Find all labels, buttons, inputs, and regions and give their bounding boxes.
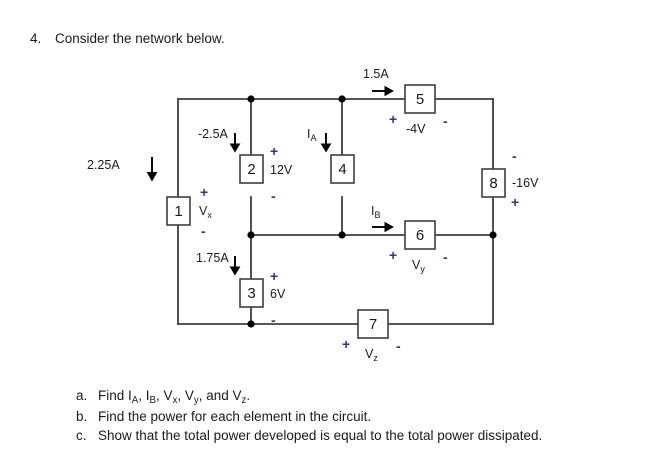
current-label-mid: IB (371, 204, 381, 220)
element-3-plus-sign: + (270, 268, 279, 284)
element-1-number: 1 (174, 203, 183, 220)
current-arrow-branch2 (229, 133, 241, 153)
question-part-b: b. Find the power for each element in th… (76, 407, 636, 426)
node-top-2 (247, 95, 255, 103)
question-prompt: Consider the network below. (55, 31, 225, 46)
part-c-text: Show that the total power developed is e… (98, 428, 543, 443)
element-8-minus-sign: - (512, 148, 517, 164)
current-arrow-mid (372, 221, 394, 233)
element-1-voltage-label: Vx (199, 204, 212, 220)
element-6-plus-sign: + (389, 247, 398, 263)
current-label-branch4: IA (307, 127, 317, 143)
current-arrow-branch4 (320, 133, 332, 153)
element-box-2 (239, 154, 264, 184)
element-box-7 (357, 309, 389, 339)
element-6-minus-sign: - (443, 249, 448, 265)
element-box-4 (330, 154, 355, 184)
element-3-voltage-label: 6V (270, 287, 286, 301)
node-mid-4 (338, 231, 346, 239)
junction-dots (247, 95, 497, 328)
element-8-number: 8 (489, 175, 498, 192)
element-box-1 (166, 196, 191, 226)
current-label-branch2: -2.5A (198, 127, 228, 141)
question-number: 4. (30, 31, 42, 46)
element-box-8 (481, 168, 506, 198)
current-label-source: 2.25A (87, 158, 120, 172)
element-3-minus-sign: - (271, 312, 276, 328)
node-mid-2 (247, 231, 255, 239)
element-5-voltage-label: -4V (406, 122, 426, 136)
element-2-minus-sign: - (271, 188, 276, 204)
element-6-voltage-label: Vy (412, 258, 425, 274)
element-2-voltage-label: 12V (270, 163, 293, 177)
part-b-marker: b. (76, 409, 88, 424)
element-4-number: 4 (338, 161, 347, 178)
question-part-a: a. Find IA, IB, Vx, Vy, and Vz. (76, 386, 636, 407)
element-2-plus-sign: + (270, 143, 279, 159)
element-3-number: 3 (247, 285, 256, 302)
current-arrow-source (146, 157, 158, 182)
element-box-3 (239, 278, 264, 308)
node-top-4 (338, 95, 346, 103)
element-5-minus-sign: - (443, 113, 448, 129)
current-arrow-branch3 (229, 256, 241, 276)
element-2-number: 2 (247, 161, 256, 178)
element-5-plus-sign: + (389, 111, 398, 127)
element-8-voltage-label: -16V (512, 176, 539, 190)
current-label-top: 1.5A (363, 67, 389, 81)
element-7-voltage-label: Vz (365, 347, 378, 363)
question-parts-list: a. Find IA, IB, Vx, Vy, and Vz. b. Find … (76, 386, 636, 445)
element-8-plus-sign: + (511, 194, 520, 210)
element-7-minus-sign: - (396, 338, 401, 354)
part-b-text: Find the power for each element in the c… (98, 409, 372, 424)
element-1-plus-sign: + (200, 184, 209, 200)
element-5-number: 5 (415, 91, 425, 108)
node-bottom-3 (247, 320, 255, 328)
part-a-text: Find IA, IB, Vx, Vy, and Vz. (98, 388, 251, 406)
element-7-plus-sign: + (342, 336, 351, 352)
element-box-5 (404, 84, 436, 114)
part-c-marker: c. (76, 428, 87, 443)
part-a-marker: a. (76, 388, 88, 403)
element-6-number: 6 (415, 227, 425, 244)
element-7-number: 7 (368, 316, 378, 333)
question-part-c: c. Show that the total power developed i… (76, 426, 636, 445)
element-box-6 (404, 220, 436, 250)
current-arrow-top (372, 85, 394, 97)
element-1-minus-sign: - (201, 223, 206, 239)
current-label-branch3: 1.75A (196, 251, 229, 265)
node-mid-right (489, 231, 497, 239)
